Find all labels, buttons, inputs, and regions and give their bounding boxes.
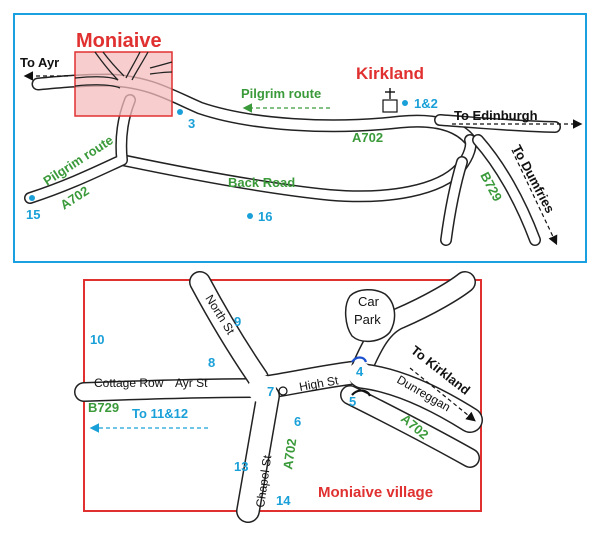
point-1and2[interactable]: 1&2 [402, 96, 438, 111]
point-14[interactable]: 14 [276, 493, 291, 508]
point-8[interactable]: 8 [208, 355, 215, 370]
svg-text:16: 16 [258, 209, 272, 224]
label-car-park-1: Car [358, 294, 380, 309]
arrow-to-dumfries [511, 149, 558, 246]
svg-text:1&2: 1&2 [414, 96, 438, 111]
label-cottage-row: Cottage Row [94, 376, 164, 390]
moniaive-highlight-box [74, 51, 173, 117]
road-to-edinburgh [434, 114, 561, 133]
point-7[interactable]: 7 [267, 384, 274, 399]
place-moniaive: Moniaive [76, 30, 162, 52]
label-back-road: Back Road [228, 175, 295, 190]
svg-text:15: 15 [26, 207, 40, 222]
point-9[interactable]: 9 [234, 314, 241, 329]
point-3[interactable]: 3 [177, 109, 195, 131]
place-kirkland: Kirkland [356, 64, 424, 83]
label-a702-chapel: A702 [280, 438, 299, 471]
village-streets-mini [74, 51, 173, 89]
point-13[interactable]: 13 [234, 459, 248, 474]
label-to-edinburgh: To Edinburgh [454, 108, 538, 123]
svg-text:3: 3 [188, 116, 195, 131]
label-ayr-st: Ayr St [175, 376, 208, 390]
village-title: Moniaive village [318, 484, 433, 501]
overview-map: Moniaive Kirkland To Ayr To Edinburgh To… [13, 13, 587, 263]
point-4[interactable]: 4 [356, 364, 364, 379]
road-b729 [440, 134, 541, 246]
village-streets [74, 271, 483, 523]
junction-marker-7 [278, 386, 288, 396]
label-car-park-2: Park [354, 312, 381, 327]
road-a702-southwest [24, 94, 136, 204]
point-16[interactable]: 16 [247, 209, 272, 224]
village-map: Car Park North St Cottage Row Ayr St Hig… [74, 271, 483, 523]
label-to-ayr: To Ayr [20, 55, 59, 70]
junction-arc-4 [351, 356, 368, 363]
label-b729-village: B729 [88, 400, 119, 415]
point-15[interactable]: 15 [26, 195, 40, 222]
junction-arc-5 [351, 389, 372, 397]
car-park-area [344, 289, 396, 343]
label-to-11and12: To 11&12 [132, 406, 188, 421]
label-pilgrim-route-right: Pilgrim route [241, 86, 321, 101]
church-cross-icon [382, 88, 398, 113]
point-5[interactable]: 5 [349, 394, 356, 409]
label-a702-mid: A702 [352, 130, 383, 145]
label-high-st: High St [298, 373, 340, 394]
point-10[interactable]: 10 [90, 332, 104, 347]
point-6[interactable]: 6 [294, 414, 301, 429]
